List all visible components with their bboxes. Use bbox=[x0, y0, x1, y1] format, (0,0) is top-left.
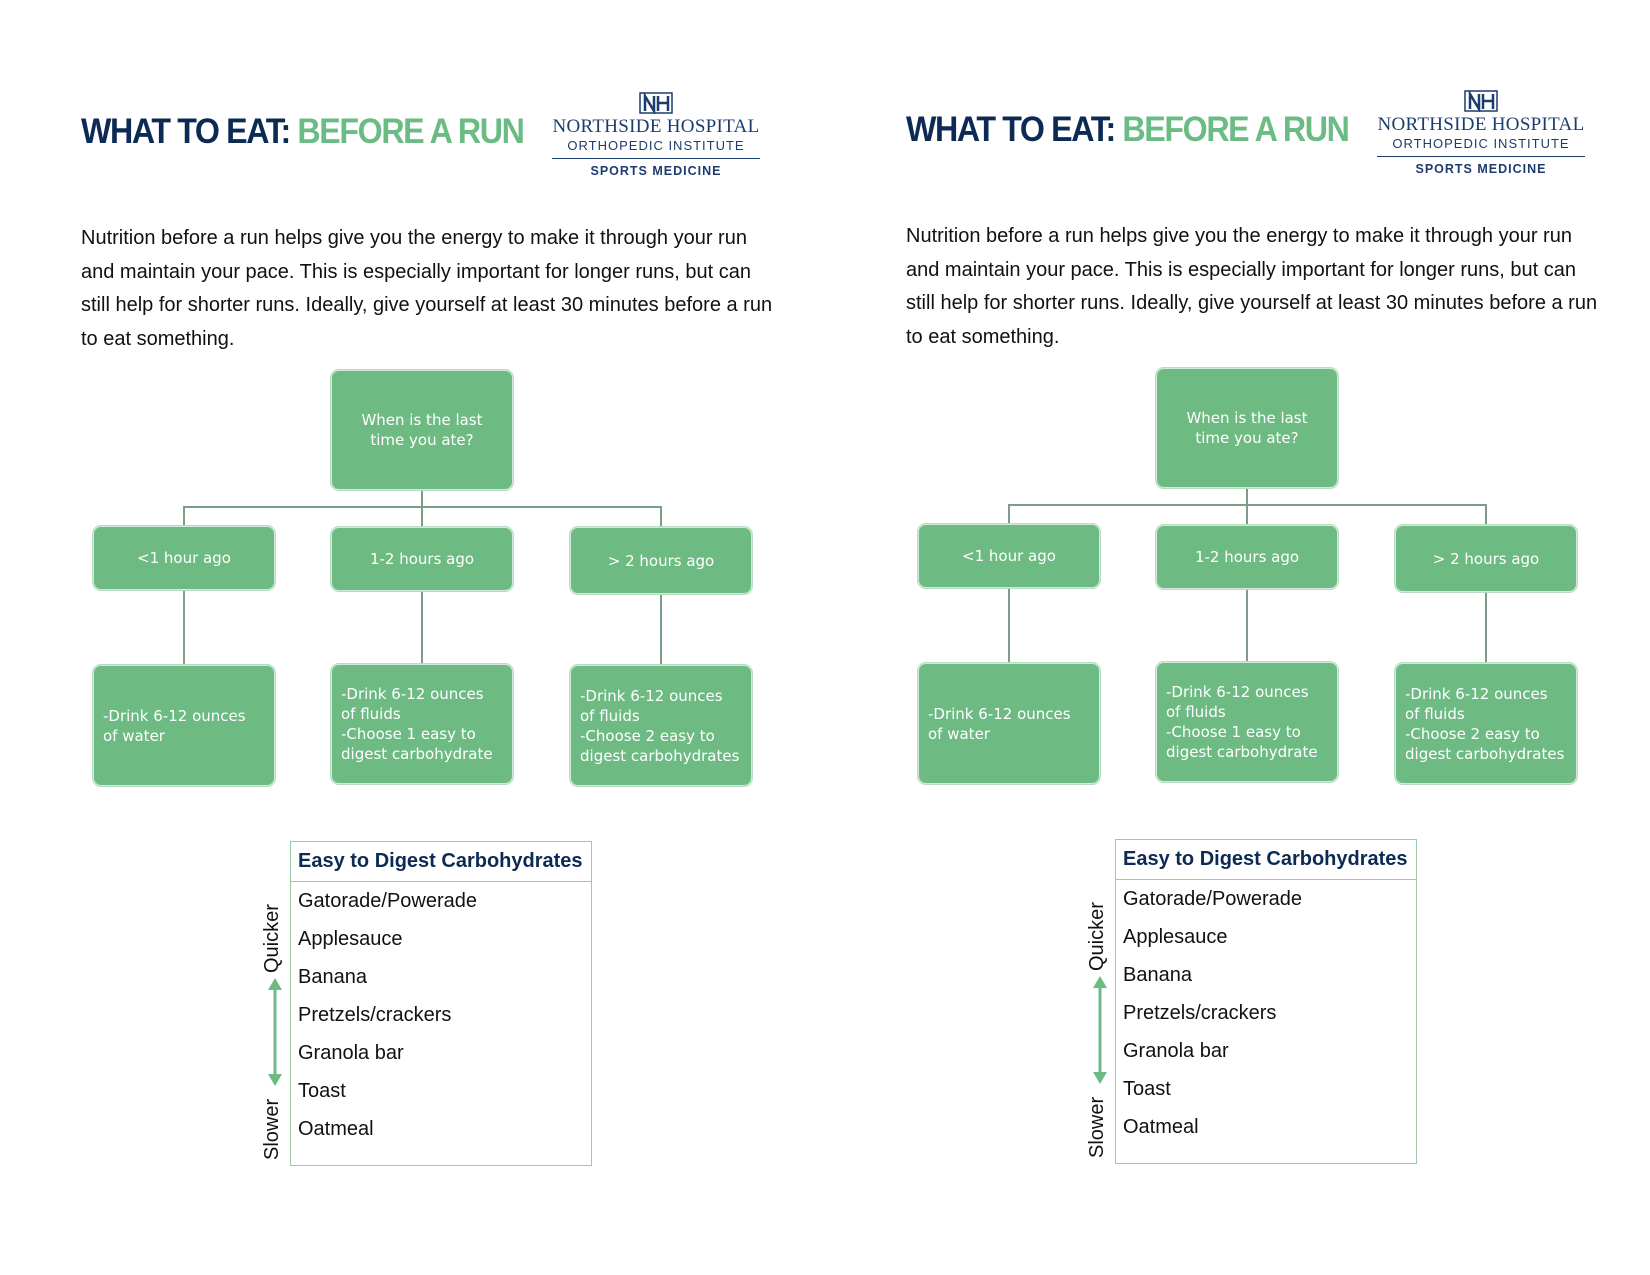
table-row: Gatorade/Powerade bbox=[298, 889, 478, 912]
logo-line-3: SPORTS MEDICINE bbox=[1415, 162, 1547, 176]
option-label: > 2 hours ago bbox=[1432, 549, 1540, 568]
advice-box: -Drink 6-12 ounces of fluids -Choose 1 e… bbox=[1156, 662, 1338, 782]
connector-line bbox=[1485, 504, 1487, 524]
option-box: 1-2 hours ago bbox=[1156, 525, 1338, 589]
quicker-label: Quicker bbox=[261, 904, 283, 973]
advice-text: -Drink 6-12 ounces of fluids -Choose 1 e… bbox=[1166, 683, 1318, 761]
table-row: Banana bbox=[298, 965, 367, 988]
table-row: Applesauce bbox=[298, 927, 403, 950]
table-row: Pretzels/crackers bbox=[298, 1003, 452, 1026]
table-row: Banana bbox=[1123, 963, 1192, 986]
connector-line bbox=[421, 590, 423, 665]
option-box: 1-2 hours ago bbox=[331, 527, 513, 591]
option-box: <1 hour ago bbox=[918, 524, 1100, 588]
table-row: Oatmeal bbox=[1123, 1115, 1199, 1138]
advice-box: -Drink 6-12 ounces of fluids -Choose 2 e… bbox=[1395, 663, 1577, 784]
advice-box: -Drink 6-12 ounces of water bbox=[93, 665, 275, 786]
logo-divider bbox=[552, 158, 760, 159]
connector-line bbox=[660, 594, 662, 665]
advice-text: -Drink 6-12 ounces of fluids -Choose 1 e… bbox=[341, 685, 493, 763]
table-row: Toast bbox=[1123, 1077, 1171, 1100]
connector-line bbox=[183, 506, 185, 526]
logo-line-1: NORTHSIDE HOSPITAL bbox=[1377, 114, 1585, 135]
connector-line bbox=[660, 506, 662, 526]
connector-line bbox=[1008, 504, 1010, 524]
table-row: Granola bar bbox=[298, 1041, 404, 1064]
question-text: When is the last time you ate? bbox=[361, 411, 483, 449]
connector-line bbox=[1485, 592, 1487, 663]
double-arrow-icon bbox=[268, 978, 282, 1086]
question-text: When is the last time you ate? bbox=[1186, 409, 1308, 447]
title-part-1: WHAT TO EAT: bbox=[906, 110, 1116, 149]
page-title: WHAT TO EAT: BEFORE A RUN bbox=[906, 110, 1350, 150]
logo-divider bbox=[1377, 156, 1585, 157]
advice-box: -Drink 6-12 ounces of water bbox=[918, 663, 1100, 784]
advice-text: -Drink 6-12 ounces of water bbox=[103, 706, 246, 745]
connector-line bbox=[1246, 486, 1248, 505]
double-arrow-icon bbox=[1093, 976, 1107, 1084]
advice-box: -Drink 6-12 ounces of fluids -Choose 2 e… bbox=[570, 665, 752, 786]
connector-line bbox=[421, 488, 423, 507]
option-box: > 2 hours ago bbox=[1395, 525, 1577, 592]
advice-text: -Drink 6-12 ounces of fluids -Choose 2 e… bbox=[580, 686, 740, 765]
option-box: <1 hour ago bbox=[93, 526, 275, 590]
question-box: When is the last time you ate? bbox=[1156, 368, 1338, 488]
option-label: <1 hour ago bbox=[962, 547, 1056, 565]
carbs-table-header: Easy to Digest Carbohydrates bbox=[291, 842, 591, 882]
logo-line-1: NORTHSIDE HOSPITAL bbox=[552, 116, 760, 137]
table-row: Oatmeal bbox=[298, 1117, 374, 1140]
intro-paragraph: Nutrition before a run helps give you th… bbox=[906, 225, 1598, 348]
nh-monogram-icon bbox=[639, 92, 673, 114]
carbs-table: Easy to Digest Carbohydrates Gatorade/Po… bbox=[290, 841, 592, 1166]
option-label: 1-2 hours ago bbox=[369, 550, 475, 568]
title-part-2: BEFORE A RUN bbox=[1122, 110, 1350, 149]
option-label: <1 hour ago bbox=[137, 549, 231, 567]
northside-hospital-logo: NORTHSIDE HOSPITAL ORTHOPEDIC INSTITUTE … bbox=[1375, 90, 1587, 180]
connector-line bbox=[1008, 588, 1010, 663]
connector-line bbox=[1246, 588, 1248, 663]
logo-line-2: ORTHOPEDIC INSTITUTE bbox=[567, 138, 745, 153]
table-row: Granola bar bbox=[1123, 1039, 1229, 1062]
intro-paragraph: Nutrition before a run helps give you th… bbox=[81, 227, 773, 350]
table-row: Applesauce bbox=[1123, 925, 1228, 948]
logo-line-2: ORTHOPEDIC INSTITUTE bbox=[1392, 136, 1570, 151]
advice-box: -Drink 6-12 ounces of fluids -Choose 1 e… bbox=[331, 664, 513, 784]
option-label: 1-2 hours ago bbox=[1194, 548, 1300, 566]
title-part-1: WHAT TO EAT: bbox=[81, 112, 291, 151]
handout-panel-left: WHAT TO EAT: BEFORE A RUN NORTHSIDE HOSP… bbox=[81, 92, 773, 1166]
northside-hospital-logo: NORTHSIDE HOSPITAL ORTHOPEDIC INSTITUTE … bbox=[550, 92, 762, 182]
carbs-table: Easy to Digest Carbohydrates Gatorade/Po… bbox=[1115, 839, 1417, 1164]
nh-monogram-icon bbox=[1464, 90, 1498, 112]
slower-label: Slower bbox=[1086, 1096, 1108, 1158]
table-row: Toast bbox=[298, 1079, 346, 1102]
table-row: Pretzels/crackers bbox=[1123, 1001, 1277, 1024]
advice-text: -Drink 6-12 ounces of fluids -Choose 2 e… bbox=[1405, 684, 1565, 763]
advice-text: -Drink 6-12 ounces of water bbox=[928, 704, 1071, 743]
option-label: > 2 hours ago bbox=[607, 551, 715, 570]
connector-line bbox=[183, 590, 185, 665]
quicker-label: Quicker bbox=[1086, 902, 1108, 971]
option-box: > 2 hours ago bbox=[570, 527, 752, 594]
title-part-2: BEFORE A RUN bbox=[297, 112, 525, 151]
table-row: Gatorade/Powerade bbox=[1123, 887, 1303, 910]
connector-line bbox=[421, 506, 423, 526]
question-box: When is the last time you ate? bbox=[331, 370, 513, 490]
page-title: WHAT TO EAT: BEFORE A RUN bbox=[81, 112, 525, 152]
handout-panel-right: WHAT TO EAT: BEFORE A RUN NORTHSIDE HOSP… bbox=[825, 0, 1650, 1273]
logo-line-3: SPORTS MEDICINE bbox=[590, 164, 722, 178]
connector-line bbox=[1246, 504, 1248, 524]
carbs-table-header: Easy to Digest Carbohydrates bbox=[1116, 840, 1416, 880]
slower-label: Slower bbox=[261, 1098, 283, 1160]
